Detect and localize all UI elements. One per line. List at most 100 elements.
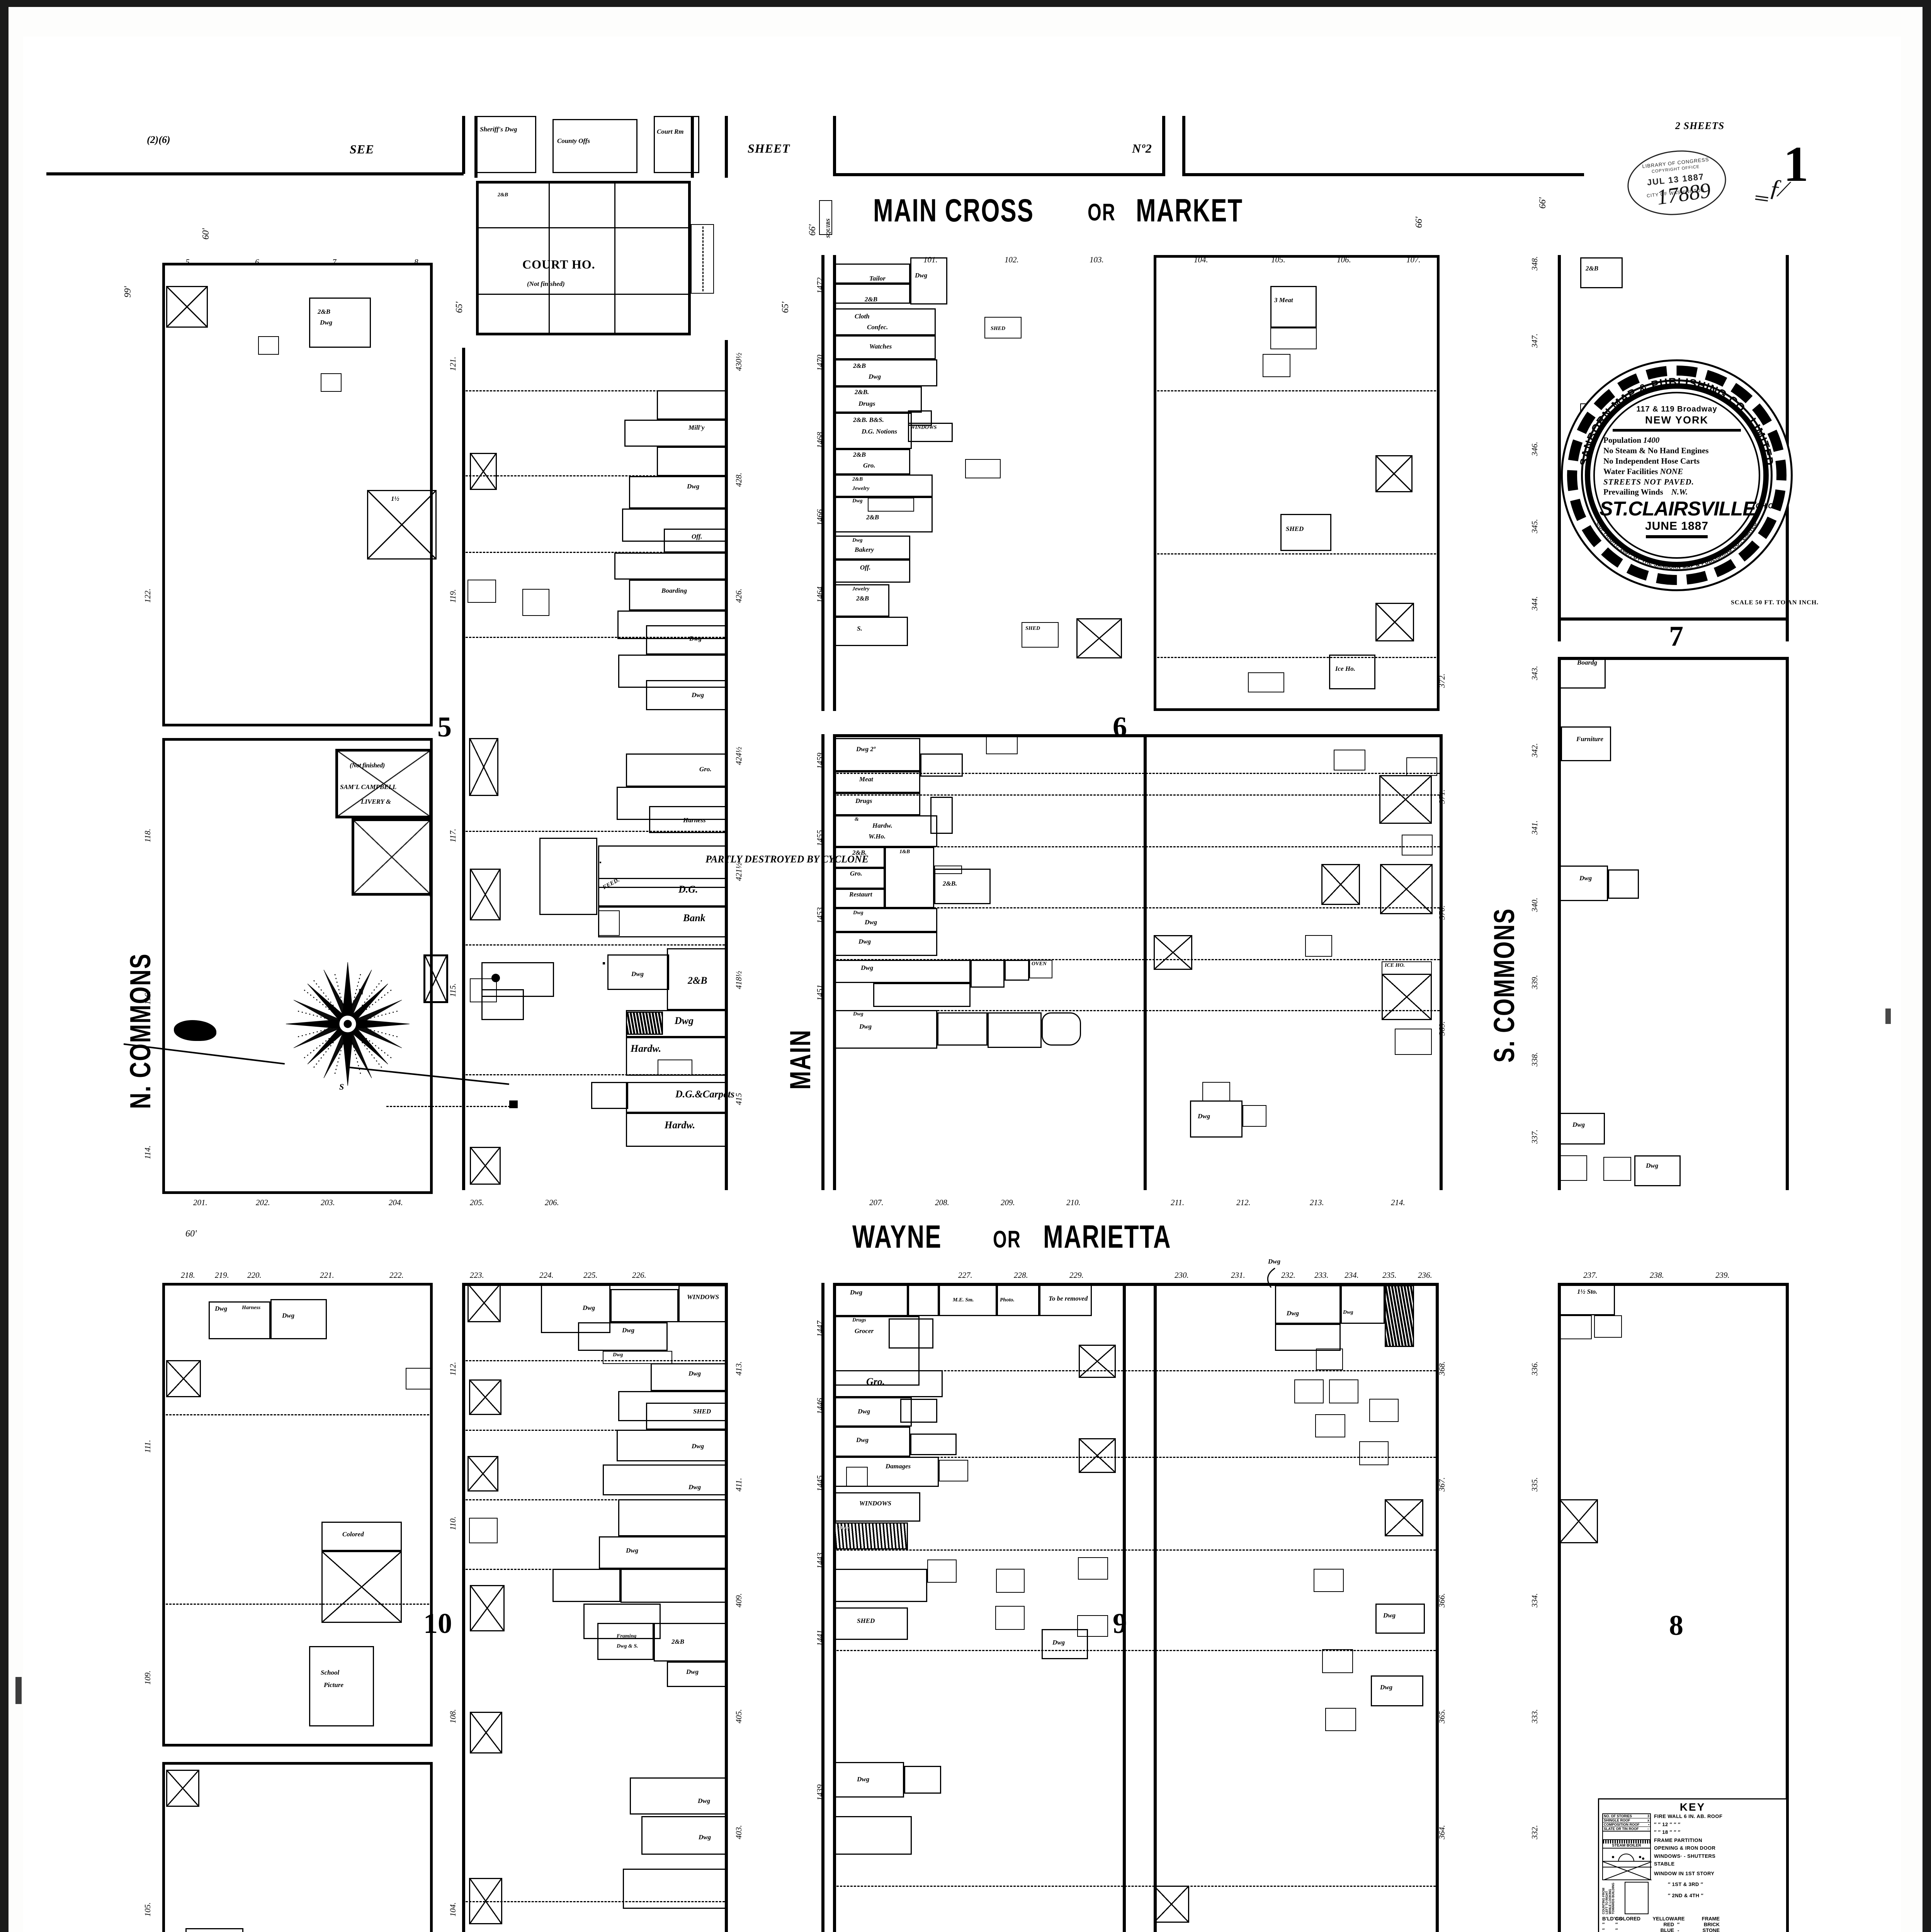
b10-dwg5-label: Dwg xyxy=(626,1547,639,1554)
lotnum-212: 212. xyxy=(1236,1198,1251,1207)
shed-b6s-e xyxy=(1402,835,1433,855)
sheriffs-dwg-label: Sheriff's Dwg xyxy=(480,126,517,133)
bldg-sw-dwg xyxy=(185,1928,243,1932)
lotline-ne-3 xyxy=(1154,657,1440,658)
b9-furniture-label: Gro. xyxy=(866,1376,885,1387)
lotnum-238: 238. xyxy=(1650,1270,1664,1280)
b8r-dwgs-label: 1½ Sto. xyxy=(1577,1288,1598,1295)
bldg-b5-hardw-label: Dwg xyxy=(675,1015,694,1026)
bldg-b10-10 xyxy=(583,1604,661,1639)
street-no-16: 428. xyxy=(734,473,743,487)
lotline-ne-1 xyxy=(1154,390,1440,391)
block7b-north-edge xyxy=(1558,657,1787,660)
lotnum-239: 239. xyxy=(1715,1270,1730,1280)
dwg-n4-label: 2&B xyxy=(856,595,869,602)
shed-b5-c xyxy=(470,978,497,1002)
key-c1b: ″ xyxy=(1615,1922,1618,1927)
block7b-west-edge xyxy=(1558,657,1561,1190)
street-no-63: 115. xyxy=(448,983,457,997)
lotline-sw-1 xyxy=(162,1604,433,1605)
dg-notions-label: Jewelry xyxy=(852,486,870,492)
stable-b9-c xyxy=(1154,1886,1189,1923)
cloth-2b-label: 2&B xyxy=(853,362,866,369)
bldg-b5-2b xyxy=(607,954,669,990)
dwg-b7-4-label: Dwg xyxy=(1579,874,1592,882)
street-no-1: 1472. xyxy=(815,275,824,294)
bldg-b10-13 xyxy=(623,1869,726,1909)
shed-b9-d xyxy=(1078,1557,1108,1580)
jewelry-s-label: Drugs xyxy=(855,797,872,804)
cloth-label: Dwg xyxy=(869,373,881,380)
bldg-b5-dwg2 xyxy=(667,948,727,1010)
street-wayne-or: OR xyxy=(993,1225,1021,1253)
street-no-58: 403. xyxy=(734,1825,743,1839)
key-row-4: OPENING & IRON DOOR xyxy=(1654,1845,1716,1851)
ink-blot xyxy=(174,1020,216,1041)
b9-dwg4-label: WINDOWS xyxy=(859,1500,892,1507)
shed-ne-a xyxy=(1263,354,1290,377)
street-no-66: 108. xyxy=(448,1709,457,1723)
bldg-b5-5 xyxy=(622,509,726,542)
block9-north-edge xyxy=(833,1283,1436,1286)
bldg-vic-rear xyxy=(930,797,953,834)
street-no-11: 1446. xyxy=(815,1396,824,1414)
street-no-9: 1451. xyxy=(815,982,824,1001)
gro-n-label: 2&B xyxy=(866,514,879,521)
bldg-b5-2 xyxy=(624,420,726,447)
lotnum-230: 230. xyxy=(1175,1270,1189,1280)
key-c1e: BRICK xyxy=(1703,1922,1720,1927)
b10-dwg7-label: Dwg xyxy=(699,1833,711,1841)
street-no-4: 1466. xyxy=(815,507,824,526)
shed-b8-e xyxy=(1315,1414,1345,1437)
stable-sw-b xyxy=(166,1770,199,1807)
confec-label: 2&B. xyxy=(855,388,869,396)
dwg-b7-6-label: Dwg xyxy=(1646,1162,1659,1169)
iceho-label: ICE HO. xyxy=(1385,963,1405,968)
key-color-row-1: ″ ″ RED ″ BRICK xyxy=(1602,1922,1783,1927)
shed-b8r-b xyxy=(1594,1315,1622,1338)
street-no-23: 342. xyxy=(1530,743,1539,757)
lotnum-220: 220. xyxy=(247,1270,262,1280)
bldg-b10-gro xyxy=(678,1285,726,1322)
key-composition-sym: • xyxy=(1648,1823,1649,1827)
court-wall-2 xyxy=(476,294,691,295)
shed-b6-c-label: SHED xyxy=(1025,626,1040,631)
bldg-b9-meat xyxy=(835,1284,908,1316)
street-no-61: 119. xyxy=(448,589,457,603)
stable-b10-d xyxy=(467,1456,498,1492)
lotline-b9-4 xyxy=(833,1650,1436,1651)
compass-s-label: S xyxy=(339,1082,344,1092)
stable-b8r-a xyxy=(1559,1499,1598,1543)
frontage-line-nw xyxy=(46,172,464,175)
stable-b6s-c xyxy=(1321,864,1360,905)
lotline-b5-7 xyxy=(462,1074,725,1075)
bldg-dwg-n3 xyxy=(835,560,910,583)
street-no-13: 1443. xyxy=(815,1550,824,1569)
block5-west-edge xyxy=(474,116,478,178)
street-no-71: 116. xyxy=(143,991,152,1005)
street-no-38: 332. xyxy=(1530,1825,1539,1839)
street-no-32: 345. xyxy=(1530,519,1539,533)
key-row-3: FRAME PARTITION xyxy=(1654,1837,1702,1843)
stable-b6s-a xyxy=(1379,775,1432,824)
street-no-43: 370. xyxy=(1437,905,1447,920)
campbell-side-wall xyxy=(430,750,431,896)
lotline-b5-3 xyxy=(462,552,725,553)
lotline-b10-1 xyxy=(462,1360,725,1361)
street-no-54: 413. xyxy=(734,1361,743,1376)
street-main-cross-alt: MARKET xyxy=(1136,192,1243,229)
b9-boardg-2b-label: Drugs xyxy=(852,1317,866,1323)
bldg-b5-13-label: Gro. xyxy=(699,765,712,773)
bldg-b5-15-label: Harness xyxy=(683,816,706,824)
bldg-b9-furniture xyxy=(835,1370,943,1397)
bldg-dwg-b7-3 xyxy=(1561,726,1611,761)
lotline-b5-5 xyxy=(462,831,725,832)
stable-b9-b xyxy=(1079,1345,1116,1378)
compass-n-label: N xyxy=(358,987,364,997)
bldg-b5-dg-rear xyxy=(539,838,597,915)
bldg-dwg-b7-6 xyxy=(1634,1155,1681,1186)
court-annex xyxy=(691,224,714,294)
bldg-rest-oven xyxy=(1029,960,1052,978)
street-no-69: 122. xyxy=(143,588,152,603)
bldg-windows-annex xyxy=(908,423,953,442)
